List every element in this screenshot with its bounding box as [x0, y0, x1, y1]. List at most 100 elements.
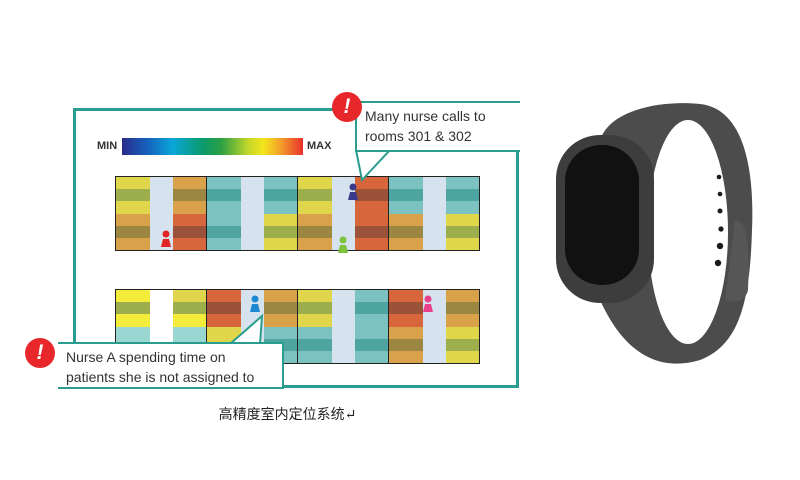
heat-cell: [173, 189, 206, 202]
heat-cell: [173, 326, 206, 339]
heat-cell: [355, 225, 388, 238]
callout-line: patients she is not assigned to: [66, 369, 255, 385]
heat-cell: [446, 314, 479, 327]
heat-cell: [264, 225, 297, 238]
room-heat-column: [355, 290, 389, 364]
heat-cell: [389, 177, 423, 190]
heat-cell: [173, 213, 206, 226]
heat-cell: [173, 237, 206, 251]
heat-cell: [207, 189, 241, 202]
heat-cell: [116, 290, 150, 303]
heat-cell: [207, 225, 241, 238]
heat-cell: [298, 213, 332, 226]
heat-cell: [355, 189, 388, 202]
heat-cell: [116, 237, 150, 251]
heat-cell: [207, 314, 241, 327]
band-holes: [714, 174, 724, 267]
heat-cell: [207, 237, 241, 251]
heat-cell: [116, 201, 150, 214]
callout-line: rooms 301 & 302: [365, 128, 472, 144]
room-heat-column: [355, 177, 389, 251]
heat-cell: [389, 338, 423, 351]
heat-cell: [446, 326, 479, 339]
heat-cell: [446, 189, 479, 202]
room-heat-column: [116, 177, 150, 251]
heat-cell: [298, 338, 332, 351]
nurse-pin-blue-icon: [250, 295, 260, 312]
heat-cell: [298, 201, 332, 214]
heat-cell: [355, 326, 388, 339]
heat-cell: [264, 213, 297, 226]
heat-cell: [207, 302, 241, 315]
heat-cell: [116, 314, 150, 327]
heat-cell: [355, 213, 388, 226]
nurse-pin-green-icon: [338, 236, 348, 253]
room-heat-column: [446, 290, 479, 364]
heat-cell: [446, 290, 479, 303]
callout-nurse-a: Nurse A spending time on patients she is…: [58, 342, 284, 389]
heat-cell: [173, 177, 206, 190]
corridor: [331, 290, 356, 363]
heat-cell: [355, 314, 388, 327]
heat-cell: [207, 290, 241, 303]
heat-cell: [355, 201, 388, 214]
heat-cell: [207, 213, 241, 226]
heat-cell: [446, 237, 479, 251]
nurse-pin-navy-icon: [348, 183, 358, 200]
caption: 高精度室内定位系统↵: [218, 407, 357, 423]
heat-cell: [264, 290, 297, 303]
heat-cell: [298, 314, 332, 327]
nurse-pin-pink-icon: [423, 295, 433, 312]
heat-cell: [389, 189, 423, 202]
heat-cell: [389, 302, 423, 315]
corridor: [240, 177, 265, 250]
heat-cell: [355, 302, 388, 315]
diagram-frame: [73, 108, 519, 388]
callout-nurse-calls: Many nurse calls to rooms 301 & 302: [355, 101, 520, 152]
heat-cell: [389, 225, 423, 238]
heat-cell: [116, 326, 150, 339]
heat-cell: [264, 314, 297, 327]
heat-cell: [389, 290, 423, 303]
heat-cell: [298, 189, 332, 202]
room-heat-column: [264, 177, 298, 251]
nurse-pin-red-icon: [161, 230, 171, 247]
heat-cell: [389, 326, 423, 339]
heat-cell: [389, 350, 423, 364]
heat-cell: [116, 225, 150, 238]
heat-cell: [116, 189, 150, 202]
legend-min-label: MIN: [97, 140, 118, 152]
heat-cell: [264, 201, 297, 214]
heat-cell: [173, 225, 206, 238]
heat-cell: [446, 213, 479, 226]
heat-cell: [389, 237, 423, 251]
alert-icon: !: [25, 338, 55, 368]
heat-cell: [355, 177, 388, 190]
alert-icon: !: [332, 92, 362, 122]
room-heat-column: [446, 177, 479, 251]
heat-cell: [264, 326, 297, 339]
heat-cell: [116, 177, 150, 190]
room-heat-column: [389, 290, 423, 364]
room-heat-column: [207, 177, 241, 251]
heat-cell: [389, 201, 423, 214]
wristband-image: [556, 103, 753, 364]
heat-cell: [173, 302, 206, 315]
heat-cell: [298, 237, 332, 251]
heat-cell: [298, 350, 332, 364]
heat-cell: [446, 350, 479, 364]
callout-line: Nurse A spending time on: [66, 349, 226, 365]
color-scale-bar: [122, 138, 303, 155]
heat-cell: [173, 314, 206, 327]
heat-cell: [355, 350, 388, 364]
heat-cell: [173, 201, 206, 214]
room-heat-column: [298, 290, 332, 364]
heat-cell: [446, 225, 479, 238]
heat-cell: [446, 338, 479, 351]
heat-cell: [207, 177, 241, 190]
heatmap-top-row: [115, 176, 480, 251]
heat-cell: [298, 225, 332, 238]
heat-cell: [355, 237, 388, 251]
heat-cell: [298, 302, 332, 315]
heat-cell: [116, 213, 150, 226]
